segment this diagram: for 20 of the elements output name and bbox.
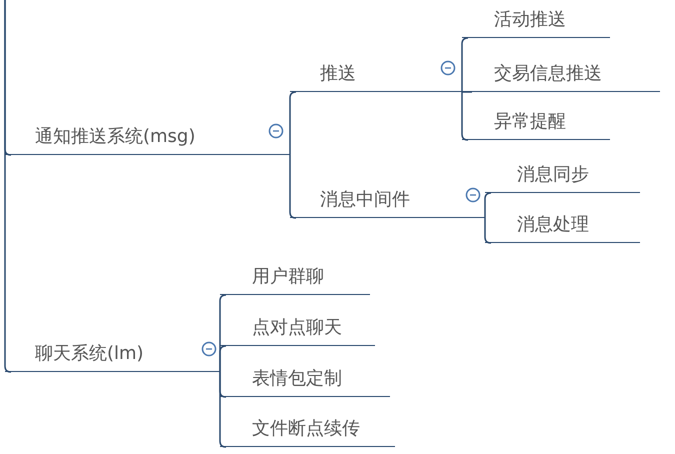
branch-line bbox=[484, 218, 492, 244]
topic-label: 消息处理 bbox=[517, 214, 589, 236]
topic-label: 推送 bbox=[320, 63, 356, 85]
branch-line bbox=[219, 345, 226, 372]
branch-line bbox=[219, 372, 226, 448]
branch-line bbox=[462, 91, 472, 93]
topic-label: 点对点聊天 bbox=[252, 317, 342, 339]
topic-label: 活动推送 bbox=[494, 9, 566, 31]
topic-label: 表情包定制 bbox=[252, 368, 342, 390]
topic-label: 消息同步 bbox=[517, 164, 589, 186]
topic-label: 聊天系统(lm) bbox=[35, 343, 144, 365]
branch-line bbox=[461, 92, 468, 141]
topic-label: 异常提醒 bbox=[494, 111, 566, 133]
topic-label: 交易信息推送 bbox=[494, 63, 602, 85]
topic-label: 消息中间件 bbox=[320, 189, 410, 211]
branch-line bbox=[289, 155, 296, 219]
branch-line bbox=[4, 0, 12, 373]
topic-label: 用户群聊 bbox=[252, 266, 324, 288]
topic-label: 通知推送系统(msg) bbox=[35, 126, 196, 148]
topic-label: 文件断点续传 bbox=[252, 418, 360, 440]
